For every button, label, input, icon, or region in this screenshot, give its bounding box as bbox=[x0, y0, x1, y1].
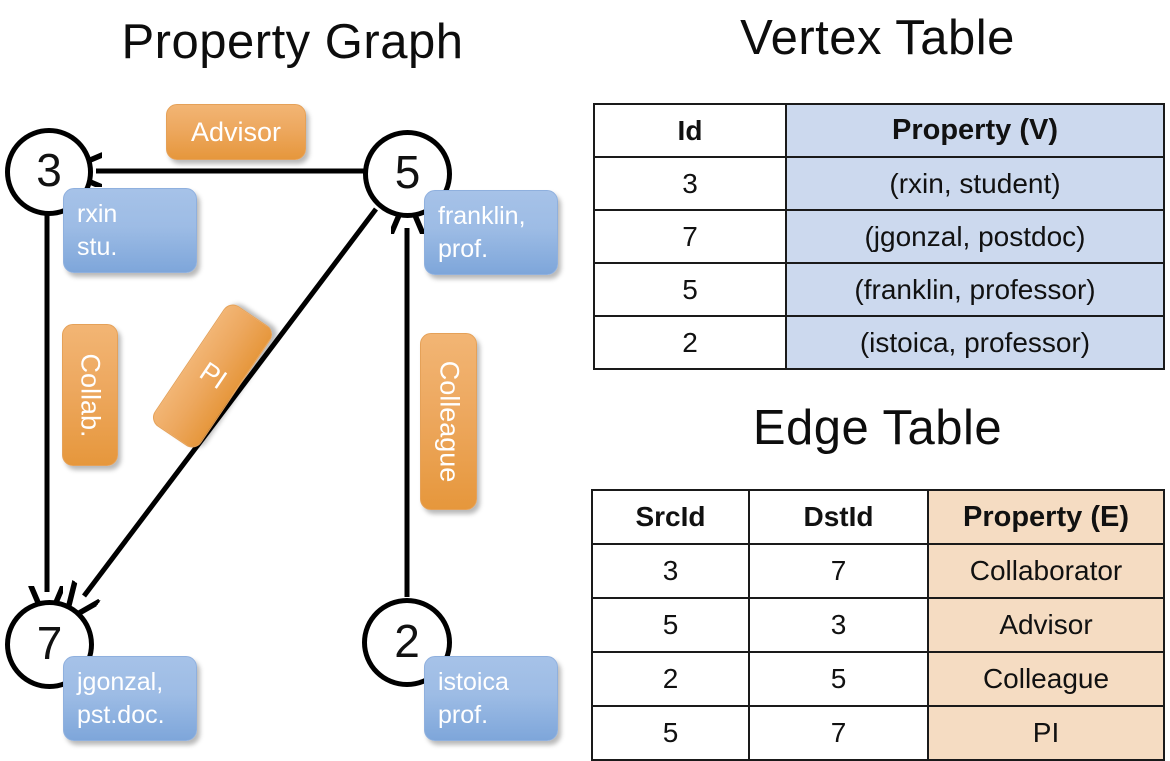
table-row[interactable]: 2 (istoica, professor) bbox=[593, 315, 1165, 370]
graph-node-3-label: 3 bbox=[36, 144, 62, 196]
graph-edges-svg bbox=[0, 0, 585, 760]
vertex-table-cell-property: (franklin, professor) bbox=[785, 262, 1165, 317]
vertex-table-cell-property: (jgonzal, postdoc) bbox=[785, 209, 1165, 264]
vertex-property-box-5[interactable]: franklin, prof. bbox=[424, 190, 558, 275]
vertex-table-header-property: Property (V) bbox=[785, 103, 1165, 158]
edge-label-pi-text: PI bbox=[193, 356, 232, 396]
edge-table-cell-dstid: 7 bbox=[748, 705, 929, 761]
edge-table-cell-dstid: 7 bbox=[748, 543, 929, 599]
vertex-table-header-id: Id bbox=[593, 103, 787, 158]
property-graph-panel: Property Graph 3 5 7 2 rxin stu. frankli… bbox=[0, 0, 585, 760]
vertex-table: Id Property (V) 3 (rxin, student) 7 (jgo… bbox=[593, 103, 1165, 370]
graph-node-7-label: 7 bbox=[36, 616, 63, 669]
vertex-property-box-7-line1: jgonzal, bbox=[77, 668, 164, 696]
edge-table-cell-srcid: 5 bbox=[591, 705, 750, 761]
edge-table-cell-dstid: 3 bbox=[748, 597, 929, 653]
edge-table-cell-property: PI bbox=[927, 705, 1165, 761]
edge-table-cell-property: Colleague bbox=[927, 651, 1165, 707]
edge-table-header-dstid: DstId bbox=[748, 489, 929, 545]
vertex-table-cell-property: (rxin, student) bbox=[785, 156, 1165, 211]
vertex-property-box-3[interactable]: rxin stu. bbox=[63, 188, 197, 273]
edge-table-cell-srcid: 3 bbox=[591, 543, 750, 599]
edge-label-colleague[interactable]: Colleague bbox=[420, 333, 477, 510]
vertex-table-cell-property: (istoica, professor) bbox=[785, 315, 1165, 370]
edge-table-cell-srcid: 2 bbox=[591, 651, 750, 707]
graph-node-2[interactable]: 2 bbox=[362, 598, 452, 687]
vertex-property-box-3-line1: rxin bbox=[77, 200, 118, 228]
vertex-property-box-2-line2: prof. bbox=[438, 700, 489, 729]
table-row[interactable]: 7 (jgonzal, postdoc) bbox=[593, 209, 1165, 264]
table-row[interactable]: 3 7 Collaborator bbox=[591, 543, 1165, 599]
edge-label-collab-text: Collab. bbox=[75, 352, 106, 438]
edge-label-collab[interactable]: Collab. bbox=[62, 324, 118, 466]
table-row[interactable]: 5 (franklin, professor) bbox=[593, 262, 1165, 317]
vertex-table-cell-id: 7 bbox=[593, 209, 787, 264]
page-title-edge-table: Edge Table bbox=[752, 401, 1003, 455]
edge-table-cell-property: Advisor bbox=[927, 597, 1165, 653]
graph-node-5-label: 5 bbox=[394, 146, 421, 198]
table-row[interactable]: 2 5 Colleague bbox=[591, 651, 1165, 707]
edge-table-header-property: Property (E) bbox=[927, 489, 1165, 545]
graph-node-5[interactable]: 5 bbox=[363, 130, 452, 218]
edge-5-to-7 bbox=[84, 207, 378, 596]
page-title-property-graph: Property Graph bbox=[121, 15, 464, 69]
vertex-property-box-3-line2: stu. bbox=[77, 232, 118, 261]
edge-label-advisor[interactable]: Advisor bbox=[166, 104, 306, 160]
edge-table-header-srcid: SrcId bbox=[591, 489, 750, 545]
table-row[interactable]: 5 7 PI bbox=[591, 705, 1165, 761]
vertex-property-box-7-line2: pst.doc. bbox=[77, 700, 165, 729]
vertex-property-box-7[interactable]: jgonzal, pst.doc. bbox=[63, 656, 197, 741]
table-row[interactable]: 3 (rxin, student) bbox=[593, 156, 1165, 211]
table-row[interactable]: 5 3 Advisor bbox=[591, 597, 1165, 653]
edge-table-cell-property: Collaborator bbox=[927, 543, 1165, 599]
edge-table-header-row: SrcId DstId Property (E) bbox=[591, 489, 1165, 545]
vertex-property-box-5-line2: prof. bbox=[438, 234, 489, 263]
vertex-property-box-2[interactable]: istoica prof. bbox=[424, 656, 558, 741]
edge-label-advisor-text: Advisor bbox=[190, 116, 282, 147]
edge-table-cell-dstid: 5 bbox=[748, 651, 929, 707]
edge-table-cell-srcid: 5 bbox=[591, 597, 750, 653]
vertex-property-box-5-line1: franklin, bbox=[438, 202, 526, 230]
vertex-table-cell-id: 5 bbox=[593, 262, 787, 317]
graph-node-2-label: 2 bbox=[394, 614, 420, 667]
vertex-property-box-2-line1: istoica bbox=[438, 668, 509, 696]
edge-table: SrcId DstId Property (E) 3 7 Collaborato… bbox=[591, 489, 1165, 761]
vertex-table-cell-id: 3 bbox=[593, 156, 787, 211]
vertex-table-header-row: Id Property (V) bbox=[593, 103, 1165, 158]
edge-label-colleague-text: Colleague bbox=[434, 360, 464, 483]
vertex-table-cell-id: 2 bbox=[593, 315, 787, 370]
page-title-vertex-table: Vertex Table bbox=[740, 11, 1015, 65]
